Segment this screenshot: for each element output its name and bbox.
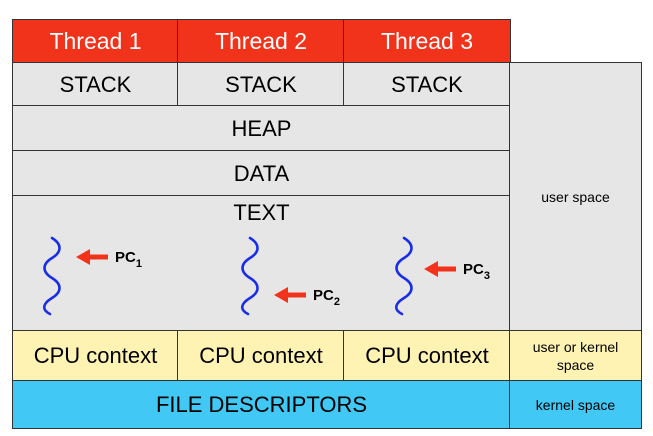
- thread-2-label: Thread 2: [214, 28, 308, 54]
- pc-1-label: PC1: [115, 249, 142, 270]
- text-label: TEXT: [233, 200, 290, 225]
- thread-3-wave: [394, 236, 413, 316]
- thread-1-stack: STACK: [12, 62, 179, 107]
- pc-2-label: PC2: [313, 287, 340, 308]
- data-label: DATA: [233, 160, 290, 186]
- cpu-context-label: CPU context: [199, 343, 323, 368]
- thread-2-wave: [240, 236, 259, 316]
- user-or-kernel-space-label: user or kernel space: [532, 339, 619, 373]
- thread-3-cpu-context: CPU context: [343, 330, 511, 382]
- kernel-space-region: kernel space: [509, 380, 642, 429]
- thread-2-cpu-context: CPU context: [177, 330, 345, 382]
- cpu-context-label: CPU context: [33, 343, 158, 368]
- data-region: DATA: [12, 150, 511, 197]
- text-region: TEXT: [12, 195, 511, 332]
- wave-1-icon: [42, 236, 61, 316]
- thread-2-stack: STACK: [177, 62, 345, 107]
- heap-label: HEAP: [231, 115, 292, 141]
- pc-1-pointer: PC1: [76, 249, 142, 270]
- heap-region: HEAP: [12, 105, 511, 152]
- thread-3-stack: STACK: [343, 62, 511, 107]
- wave-3-icon: [394, 236, 413, 316]
- kernel-space-label: kernel space: [535, 396, 616, 413]
- stack-label: STACK: [391, 71, 463, 97]
- pc-3-label: PC3: [463, 261, 490, 282]
- thread-1-label: Thread 1: [49, 28, 142, 54]
- thread-3-header: Thread 3: [343, 19, 511, 64]
- thread-3-label: Thread 3: [380, 28, 474, 54]
- arrow-left-icon: [76, 249, 108, 265]
- file-descriptors-region: FILE DESCRIPTORS: [12, 380, 511, 429]
- user-or-kernel-space-region: user or kernel space: [509, 330, 642, 382]
- cpu-context-label: CPU context: [365, 343, 489, 368]
- user-space-label: user space: [541, 189, 610, 205]
- user-space-region: user space: [509, 62, 642, 332]
- arrow-left-icon: [424, 261, 456, 277]
- pc-2-pointer: PC2: [274, 287, 340, 308]
- thread-1-wave: [42, 236, 61, 316]
- pc-3-pointer: PC3: [424, 261, 490, 282]
- thread-1-cpu-context: CPU context: [12, 330, 179, 382]
- file-descriptors-label: FILE DESCRIPTORS: [155, 391, 368, 417]
- stack-label: STACK: [225, 71, 297, 97]
- thread-1-header: Thread 1: [12, 19, 179, 64]
- stack-label: STACK: [59, 71, 132, 97]
- wave-2-icon: [240, 236, 259, 316]
- arrow-left-icon: [274, 287, 306, 303]
